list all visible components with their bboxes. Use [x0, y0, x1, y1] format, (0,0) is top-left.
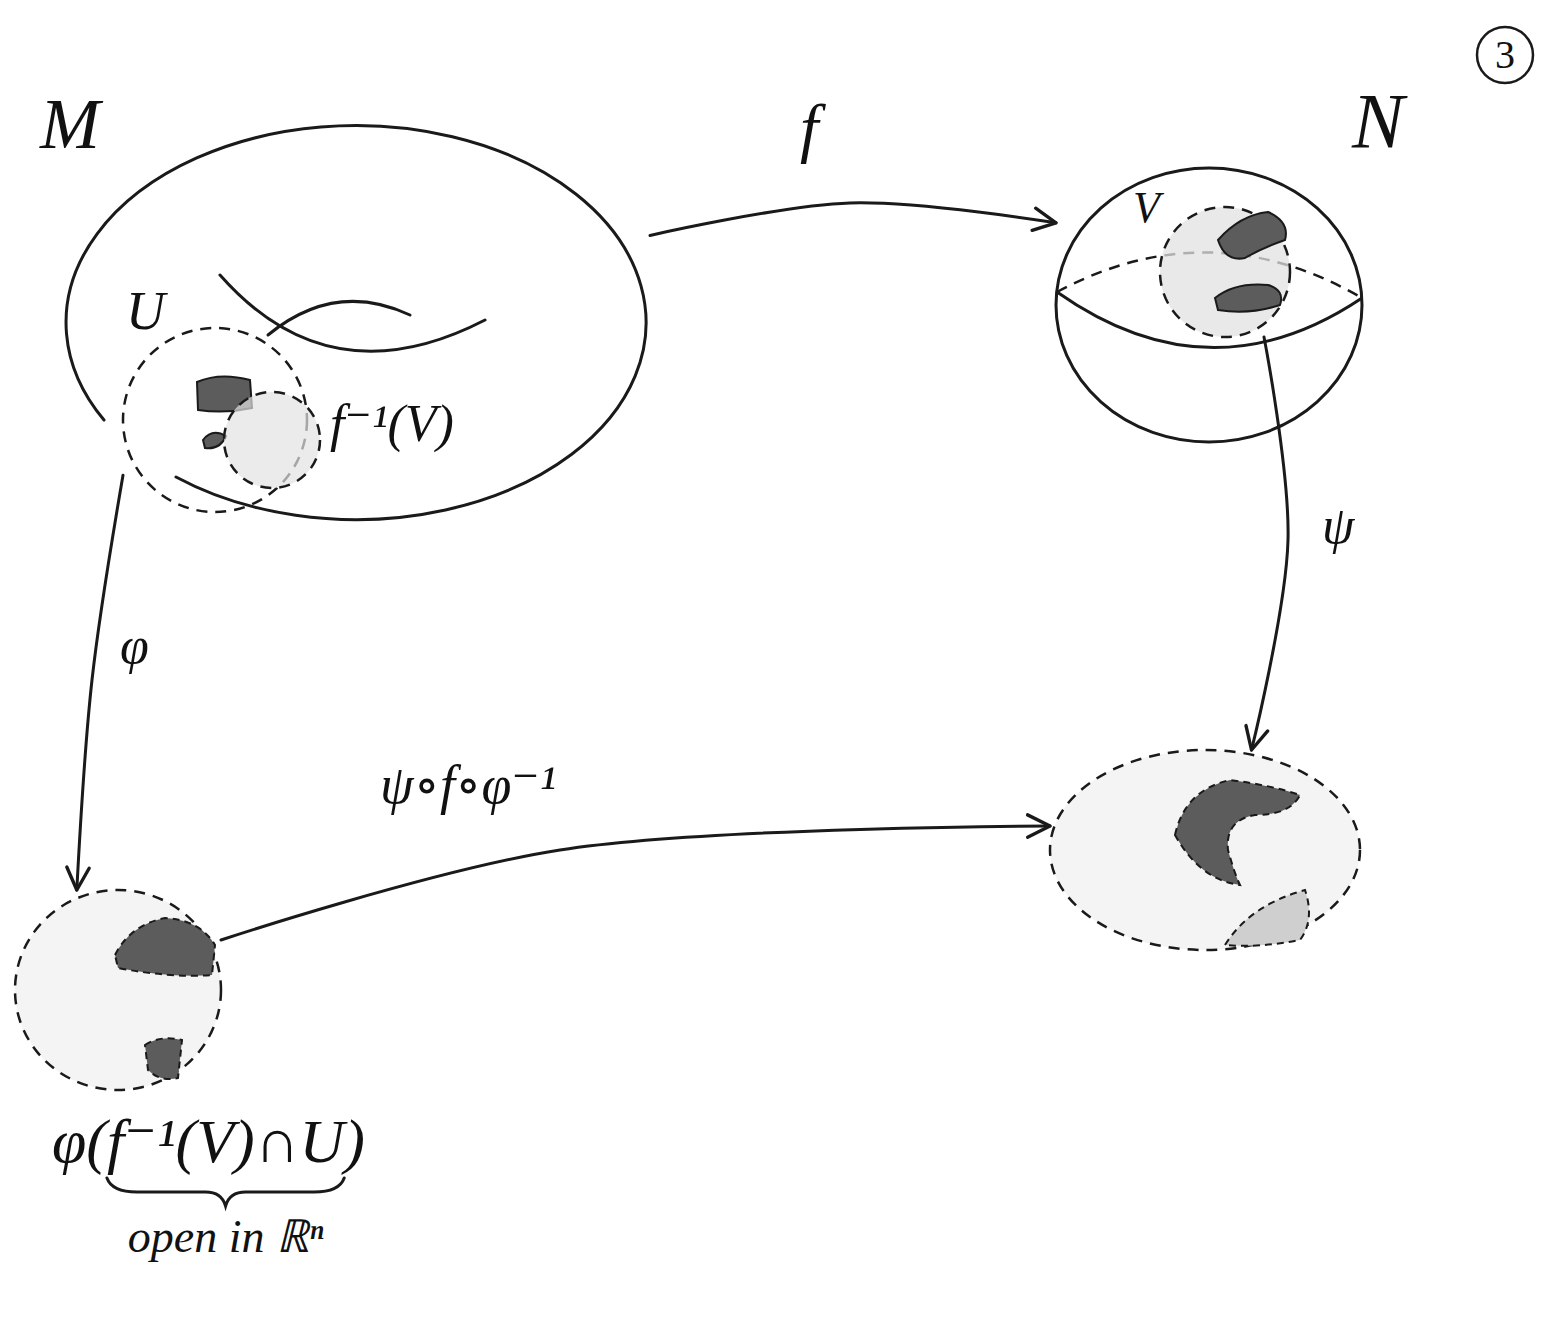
shape-group [224, 392, 320, 488]
text-anchor: ψ [1322, 500, 1354, 552]
image-patch [1218, 212, 1286, 259]
target-chart-domain: V [1160, 207, 1290, 337]
target-image-outline [1050, 750, 1360, 950]
torus-manifold: MUf⁻¹(V) [60, 120, 650, 525]
sphere-manifold: NV [1056, 168, 1362, 442]
map-arrow [77, 475, 123, 890]
text-anchor: M [40, 88, 100, 160]
text-anchor: f⁻¹(V) [330, 398, 454, 450]
image-crescent [1175, 780, 1300, 885]
region-name: U [126, 284, 165, 338]
text-anchor: φ [120, 620, 149, 672]
euclidean-target-image [1050, 750, 1360, 950]
map-name: ψ∘f∘φ⁻¹ [380, 758, 556, 812]
map-arrow [1252, 337, 1289, 750]
torus-outline [66, 126, 646, 520]
shape-group [1056, 168, 1362, 442]
shape-group [15, 890, 221, 1090]
preimage-patch [203, 433, 226, 448]
euclidean-chart-image: φ(f⁻¹(V)∩U) [15, 890, 221, 1090]
map-arrow [650, 203, 1056, 236]
map-arrow [221, 826, 1050, 940]
preimage-outline [224, 392, 320, 488]
preimage-region: f⁻¹(V) [224, 392, 320, 488]
text-anchor: U [126, 284, 165, 338]
preimage-region-outline-svg [224, 392, 320, 488]
open-set-patch [145, 1038, 182, 1079]
map-name: f [800, 95, 818, 161]
page-number: 3 [1495, 35, 1515, 75]
manifold-name: N [1352, 82, 1404, 160]
shape-group [1050, 750, 1360, 950]
target-chart-domain-outline-svg [1160, 207, 1290, 337]
target-chart-outline [1160, 207, 1290, 337]
text-anchor: open in ℝⁿ [128, 1214, 324, 1260]
manifold-name: M [40, 88, 100, 160]
region-name: V [1133, 186, 1160, 230]
torus-hole-upper [268, 301, 410, 335]
open-set-patch [115, 918, 215, 976]
map-name: φ [120, 620, 149, 672]
set-expression: φ(f⁻¹(V)∩U) [52, 1110, 365, 1172]
brace-note: open in ℝⁿ [128, 1214, 324, 1260]
region-name: f⁻¹(V) [330, 398, 454, 450]
text-anchor: V [1133, 186, 1160, 230]
text-anchor: φ(f⁻¹(V)∩U) [52, 1110, 365, 1172]
sphere-outline [1056, 168, 1362, 442]
text-anchor: ψ∘f∘φ⁻¹ [380, 758, 556, 812]
euclidean-target-image-outline-svg [1050, 750, 1360, 950]
map-name: ψ [1322, 500, 1354, 552]
text-anchor: f [800, 95, 818, 161]
text-anchor: 3 [1495, 35, 1515, 75]
image-patch-light [1225, 890, 1309, 946]
shape-group [66, 126, 646, 520]
euclidean-chart-image-outline-svg [15, 890, 221, 1090]
shape-group [1160, 207, 1290, 337]
chart-image-outline [15, 890, 221, 1090]
image-patch [1215, 285, 1281, 312]
underbrace [107, 1178, 344, 1206]
page-number-circle [1477, 27, 1533, 83]
text-anchor: N [1352, 82, 1404, 160]
